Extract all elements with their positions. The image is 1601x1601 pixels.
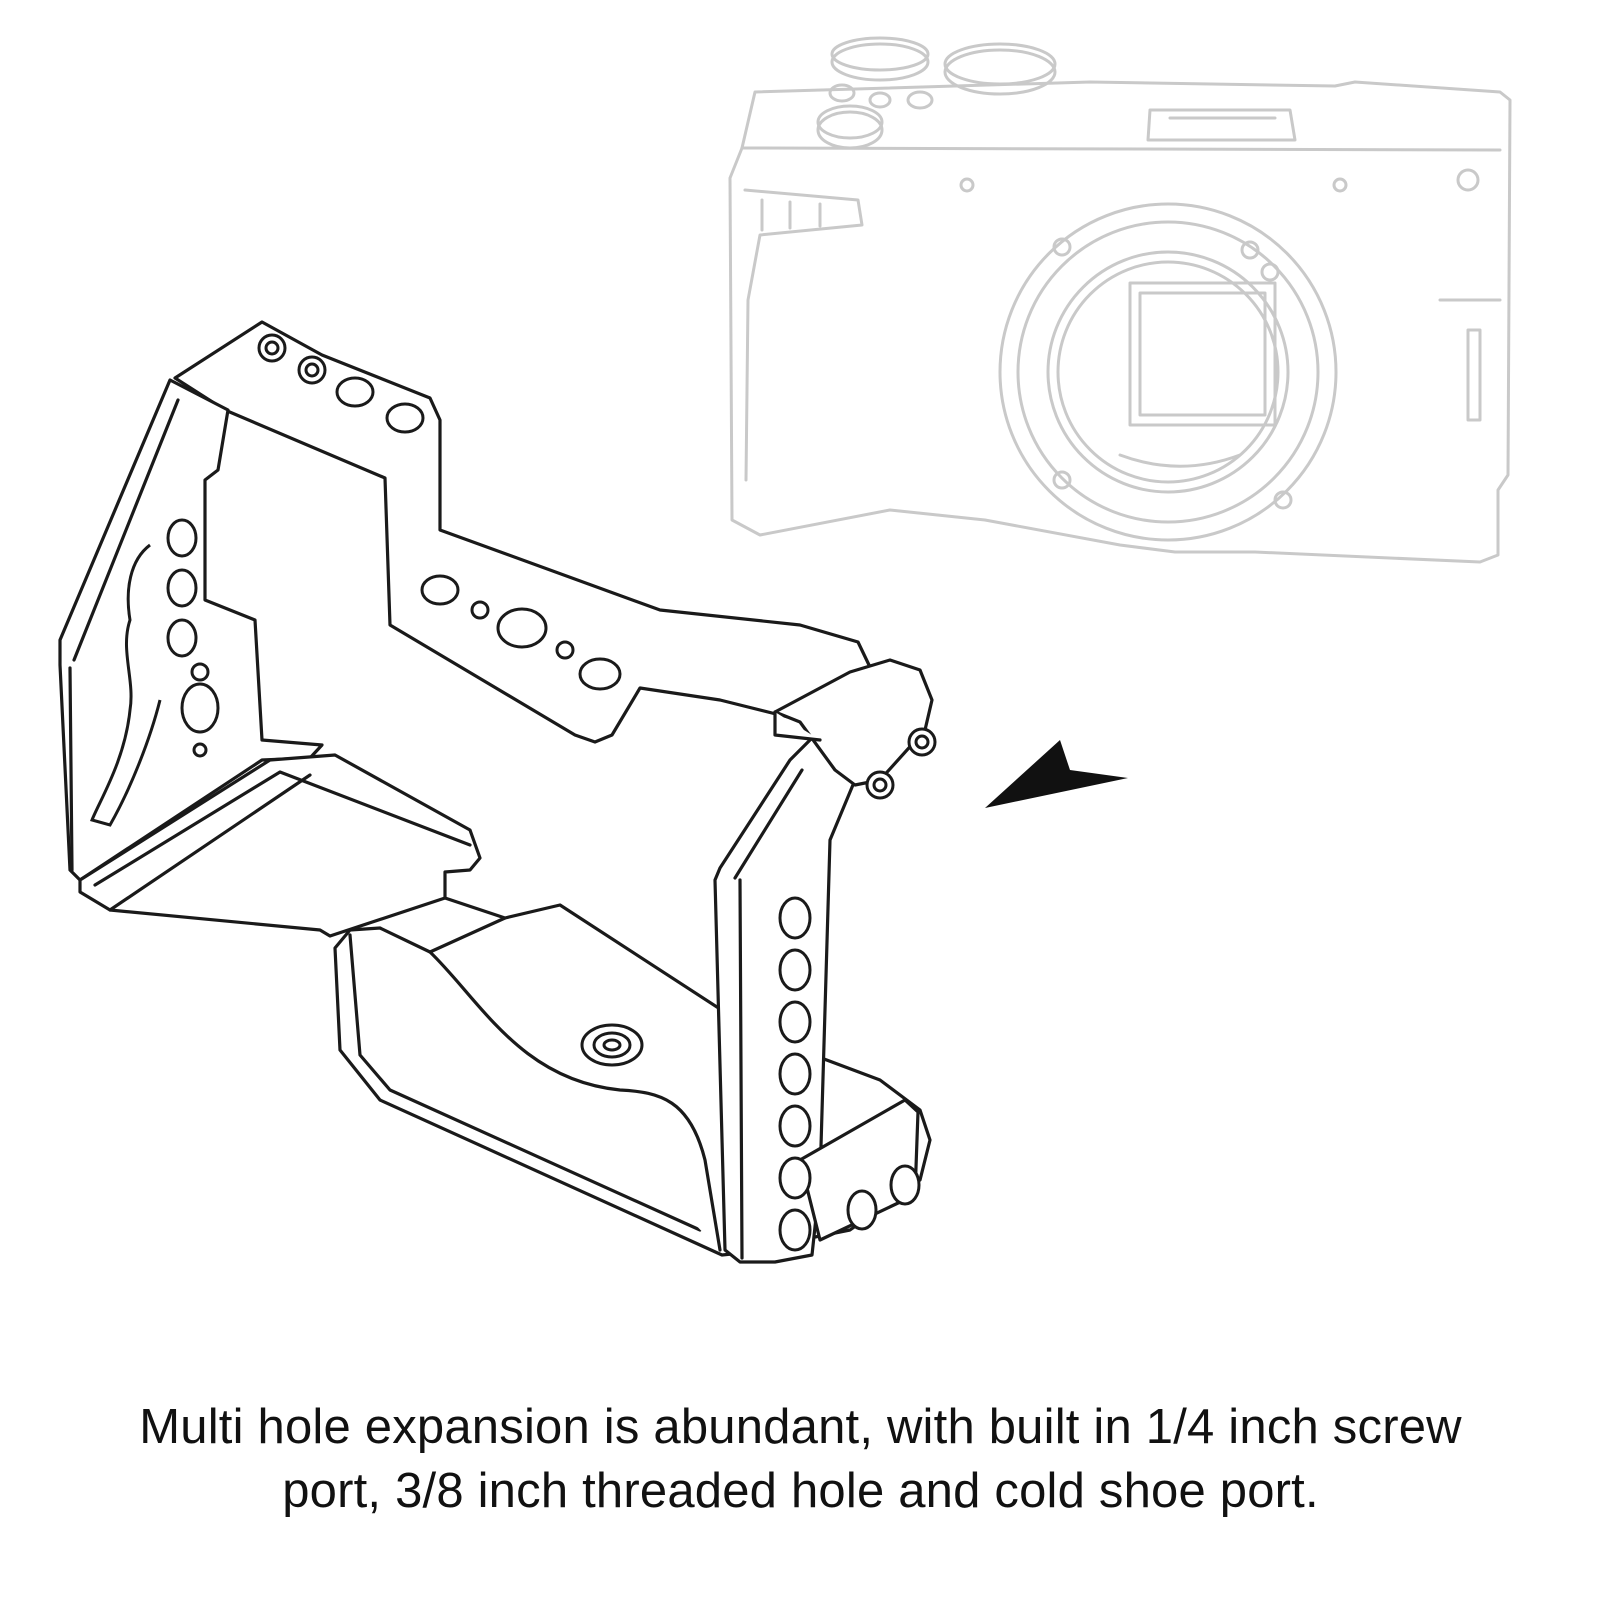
caption-line-2: port, 3/8 inch threaded hole and cold sh…	[282, 1464, 1319, 1518]
caption-line-1: Multi hole expansion is abundant, with b…	[139, 1400, 1462, 1454]
feature-caption: Multi hole expansion is abundant, with b…	[40, 1395, 1561, 1523]
